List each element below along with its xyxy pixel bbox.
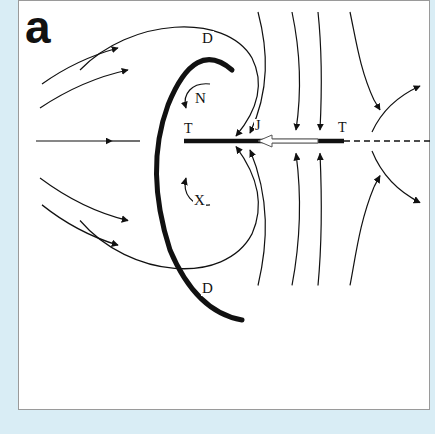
streamline (36, 140, 112, 141)
dashed-extension (344, 140, 432, 142)
region-label: X (193, 193, 206, 208)
current-label: J (254, 119, 261, 133)
region-label: N (194, 91, 207, 106)
panel-letter: a (25, 4, 51, 50)
c-shaped-boundary (156, 60, 242, 320)
region-label: D (201, 31, 214, 46)
streamline (112, 140, 140, 141)
point-label: T (183, 122, 194, 136)
point-label: T (337, 121, 348, 135)
region-label: D (201, 281, 214, 296)
current-arrow (258, 135, 318, 147)
